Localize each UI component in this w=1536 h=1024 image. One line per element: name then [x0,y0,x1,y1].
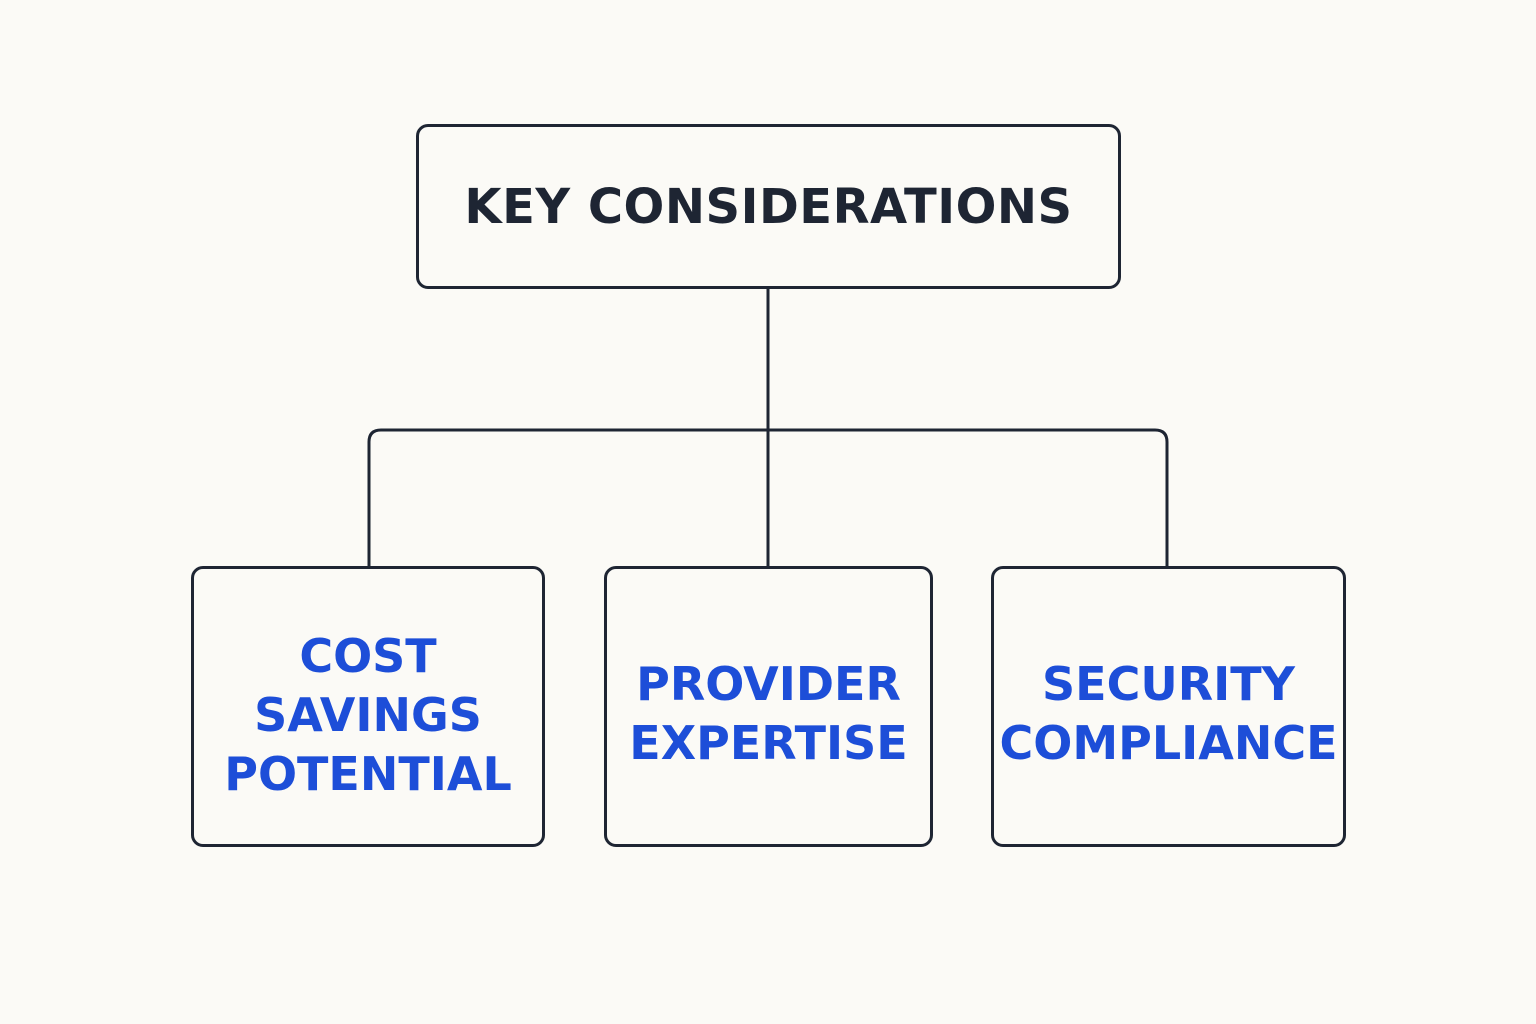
child-node-label: SECURITY COMPLIANCE [999,656,1338,770]
child-node-security-compliance: SECURITY COMPLIANCE [991,566,1346,847]
child-node-provider-expertise: PROVIDER EXPERTISE [604,566,933,847]
child-node-cost-savings: COST SAVINGS POTENTIAL [191,566,545,847]
root-node: KEY CONSIDERATIONS [416,124,1121,289]
root-node-label: KEY CONSIDERATIONS [464,178,1073,235]
child-node-label: COST SAVINGS POTENTIAL [224,629,512,801]
child-node-label: PROVIDER EXPERTISE [629,656,908,770]
